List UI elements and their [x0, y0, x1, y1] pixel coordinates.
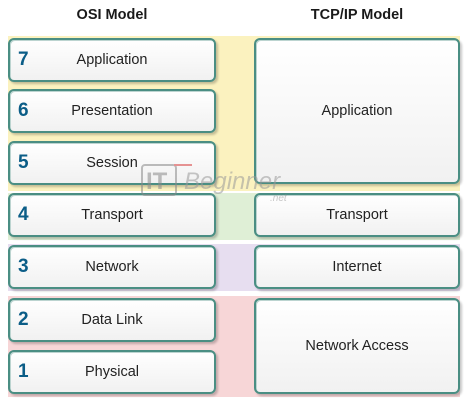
- tcpip-layer-transport: Transport: [254, 193, 460, 237]
- osi-layer-3: 3 Network: [8, 245, 216, 289]
- layer-label: Data Link: [81, 312, 143, 328]
- layer-label: Physical: [85, 364, 139, 380]
- layer-label: Presentation: [71, 103, 153, 119]
- layer-number: 4: [18, 204, 29, 225]
- osi-model-heading: OSI Model: [76, 7, 148, 23]
- layer-label: Transport: [81, 207, 143, 223]
- layer-number: 2: [18, 309, 29, 330]
- osi-layer-1: 1 Physical: [8, 350, 216, 394]
- layer-number: 6: [18, 100, 29, 121]
- tcpip-layer-application: Application: [254, 38, 460, 184]
- osi-layer-6: 6 Presentation: [8, 89, 216, 133]
- layer-number: 5: [18, 152, 29, 173]
- osi-layer-7: 7 Application: [8, 38, 216, 82]
- layer-number: 7: [18, 49, 29, 70]
- tcpip-layer-internet: Internet: [254, 245, 460, 289]
- layer-label: Network: [85, 259, 139, 275]
- layer-label: Application: [321, 103, 393, 119]
- layer-label: Transport: [326, 207, 388, 223]
- layer-number: 1: [18, 361, 29, 382]
- tcpip-model-heading: TCP/IP Model: [310, 7, 404, 23]
- layer-label: Network Access: [305, 338, 409, 354]
- osi-layer-2: 2 Data Link: [8, 298, 216, 342]
- layer-label: Application: [76, 52, 148, 68]
- layer-label: Internet: [332, 259, 382, 275]
- layer-label: Session: [86, 155, 138, 171]
- layer-number: 3: [18, 256, 29, 277]
- tcpip-layer-network-access: Network Access: [254, 298, 460, 394]
- osi-layer-5: 5 Session: [8, 141, 216, 185]
- osi-layer-4: 4 Transport: [8, 193, 216, 237]
